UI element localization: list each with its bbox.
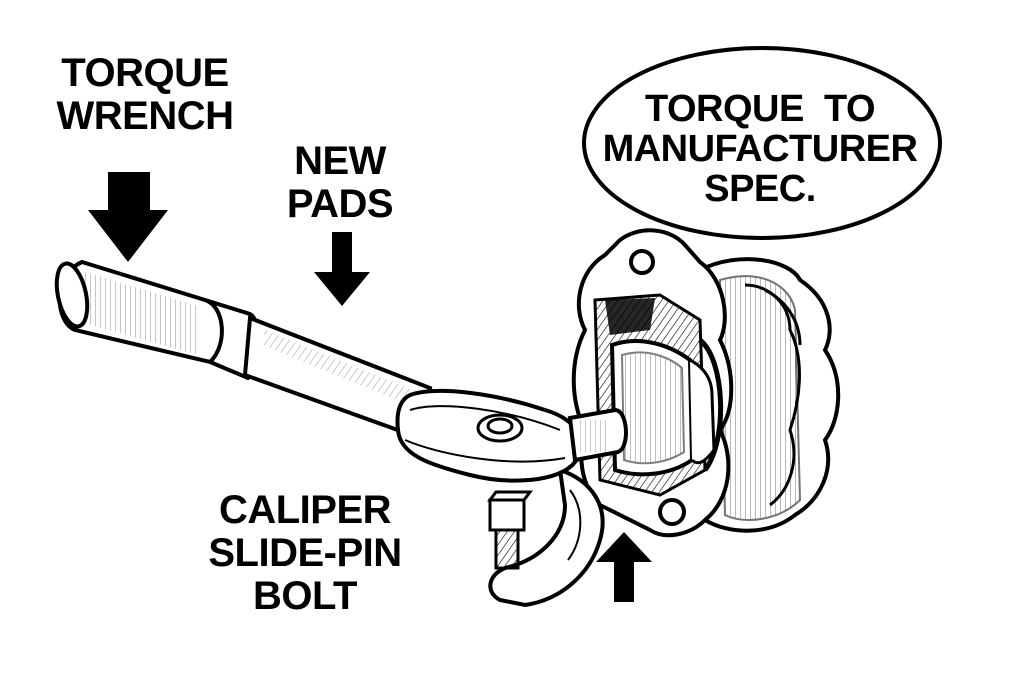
new-pads-label: NEW PADS <box>255 139 425 227</box>
slide-pin-arrow <box>596 532 652 602</box>
caliper-bolt-label-line-2: SLIDE-PIN <box>208 531 402 576</box>
new-brake-pad <box>609 338 716 477</box>
new-pads-label-line-1: NEW <box>294 139 386 183</box>
slide-pin-bolt <box>487 490 533 570</box>
torque-wrench-arrow <box>88 172 168 262</box>
callout-line-2: MANUFACTURER <box>602 127 918 170</box>
new-pads-arrow <box>314 232 370 306</box>
callout-bubble <box>582 46 942 240</box>
torque-wrench-label-line-2: WRENCH <box>56 94 234 139</box>
caliper-bolt-label-line-1: CALIPER <box>218 488 392 532</box>
callout-line-3: SPEC. <box>704 167 816 210</box>
torque-wrench <box>54 259 628 483</box>
torque-wrench-label: TORQUE WRENCH <box>40 51 250 139</box>
caliper-bolt-label-line-3: BOLT <box>253 574 357 619</box>
callout-text: TORQUE TO MANUFACTURER SPEC. <box>600 88 920 210</box>
new-pads-label-line-2: PADS <box>286 182 394 227</box>
slide-pin-bracket <box>487 467 605 608</box>
torque-wrench-label-line-1: TORQUE <box>61 51 229 95</box>
callout-line-1: TORQUE TO <box>644 88 876 130</box>
caliper-bolt-label: CALIPER SLIDE-PIN BOLT <box>180 488 430 619</box>
brake-caliper <box>571 228 841 538</box>
